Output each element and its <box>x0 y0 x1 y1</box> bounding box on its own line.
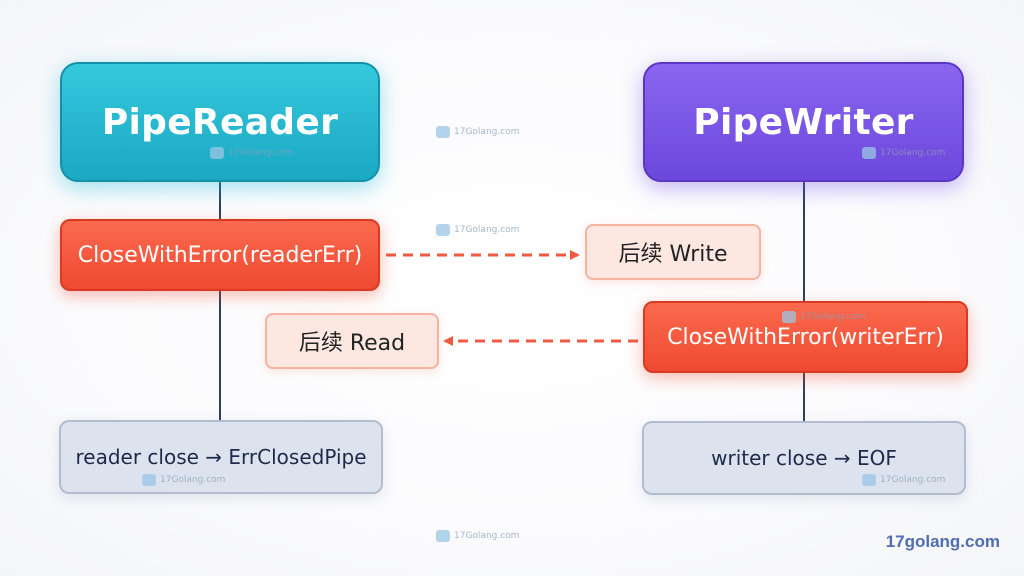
watermark-text: 17Golang.com <box>454 127 520 137</box>
reader-close-result-label: reader close → ErrClosedPipe <box>75 445 367 469</box>
reader-close-with-error-box: CloseWithError(readerErr) <box>60 219 380 291</box>
subsequent-write-box: 后续 Write <box>585 224 761 280</box>
writer-close-result-box: writer close → EOF <box>642 421 966 495</box>
reader-close-result-box: reader close → ErrClosedPipe <box>59 420 383 494</box>
watermark: 17Golang.com <box>210 147 293 159</box>
writer-close-with-error-box: CloseWithError(writerErr) <box>643 301 968 373</box>
pipe-writer-title-box: PipeWriter <box>643 62 964 182</box>
watermark-text: 17Golang.com <box>454 531 520 541</box>
writer-close-with-error-label: CloseWithError(writerErr) <box>667 324 944 350</box>
watermark: 17Golang.com <box>782 311 865 323</box>
watermark-logo-icon <box>210 147 224 159</box>
watermark: 17Golang.com <box>436 224 519 236</box>
watermark: 17Golang.com <box>142 474 225 486</box>
watermark-logo-icon <box>436 530 450 542</box>
writer-close-result-label: writer close → EOF <box>711 446 897 470</box>
reader-close-with-error-label: CloseWithError(readerErr) <box>77 242 363 268</box>
watermark: 17Golang.com <box>862 474 945 486</box>
pipe-reader-title: PipeReader <box>101 101 339 143</box>
watermark: 17Golang.com <box>862 147 945 159</box>
watermark-text: 17Golang.com <box>160 475 226 485</box>
subsequent-write-label: 后续 Write <box>618 242 728 267</box>
watermark-text: 17Golang.com <box>800 312 866 322</box>
watermark-text: 17Golang.com <box>228 148 294 158</box>
watermark-text: 17Golang.com <box>880 475 946 485</box>
watermark-logo-icon <box>862 474 876 486</box>
watermark-text: 17Golang.com <box>454 225 520 235</box>
watermark-logo-icon <box>782 311 796 323</box>
watermark: 17Golang.com <box>436 530 519 542</box>
watermark: 17Golang.com <box>436 126 519 138</box>
watermark-text: 17Golang.com <box>880 148 946 158</box>
pipe-writer-title: PipeWriter <box>693 101 914 143</box>
subsequent-read-box: 后续 Read <box>265 313 439 369</box>
watermark-logo-icon <box>142 474 156 486</box>
watermark-logo-icon <box>436 224 450 236</box>
pipe-reader-title-box: PipeReader <box>60 62 380 182</box>
site-brand: 17golang.com <box>885 532 1000 551</box>
watermark-logo-icon <box>862 147 876 159</box>
watermark-logo-icon <box>436 126 450 138</box>
subsequent-read-label: 后续 Read <box>298 331 406 356</box>
